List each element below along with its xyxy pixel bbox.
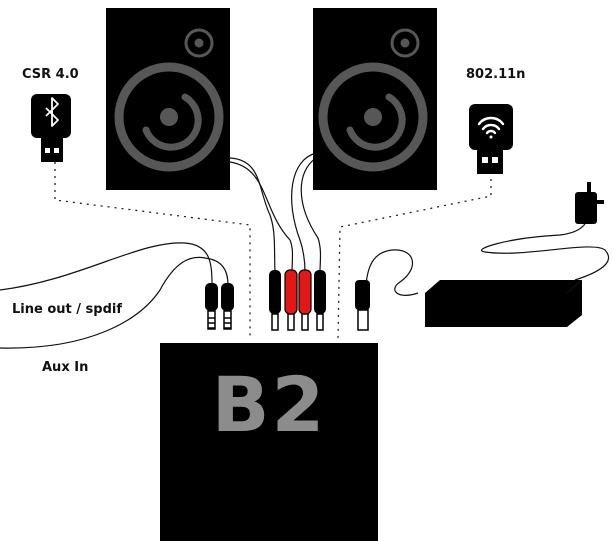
bluetooth-label: CSR 4.0 (22, 67, 79, 82)
right-speaker-cable-2 (300, 157, 322, 273)
wall-plug (575, 182, 604, 224)
wifi-label: 802.11n (466, 67, 526, 82)
b2-unit (160, 343, 378, 541)
left-woofer (114, 62, 224, 172)
unit-name: B2 (211, 360, 327, 449)
wireless-links (54, 162, 492, 341)
left-speaker-cable-1 (229, 157, 276, 273)
left-tweeter (184, 28, 214, 58)
right-tweeter (390, 28, 420, 58)
banana-plug-black-2 (314, 270, 326, 331)
wifi-icon (477, 116, 505, 139)
line-out-label: Line out / spdif (12, 302, 122, 317)
banana-plug-red-2 (298, 269, 312, 331)
cables (0, 152, 610, 349)
power-cable-b (480, 209, 610, 281)
left-speaker (106, 8, 230, 190)
aux-jacks (205, 283, 234, 330)
jack-plug-line-out (205, 283, 218, 330)
left-speaker-cable-2 (229, 161, 294, 273)
banana-plug-black-1 (269, 270, 281, 331)
aux-in-cable (0, 256, 229, 349)
bluetooth-dongle (31, 94, 71, 162)
power-cable-a (365, 249, 419, 296)
right-speaker-cable-1 (291, 152, 317, 273)
dc-power-plug (355, 280, 370, 331)
right-woofer (318, 62, 428, 172)
power-supply (425, 280, 582, 327)
bluetooth-icon (45, 97, 59, 127)
wifi-dongle (469, 104, 513, 174)
jack-plug-aux-in (221, 283, 234, 330)
speaker-plugs (269, 269, 326, 331)
banana-plug-red-1 (284, 269, 298, 331)
right-speaker (313, 8, 437, 190)
aux-in-label: Aux In (42, 360, 89, 375)
line-out-cable (0, 242, 213, 291)
wifi-link (337, 165, 492, 341)
